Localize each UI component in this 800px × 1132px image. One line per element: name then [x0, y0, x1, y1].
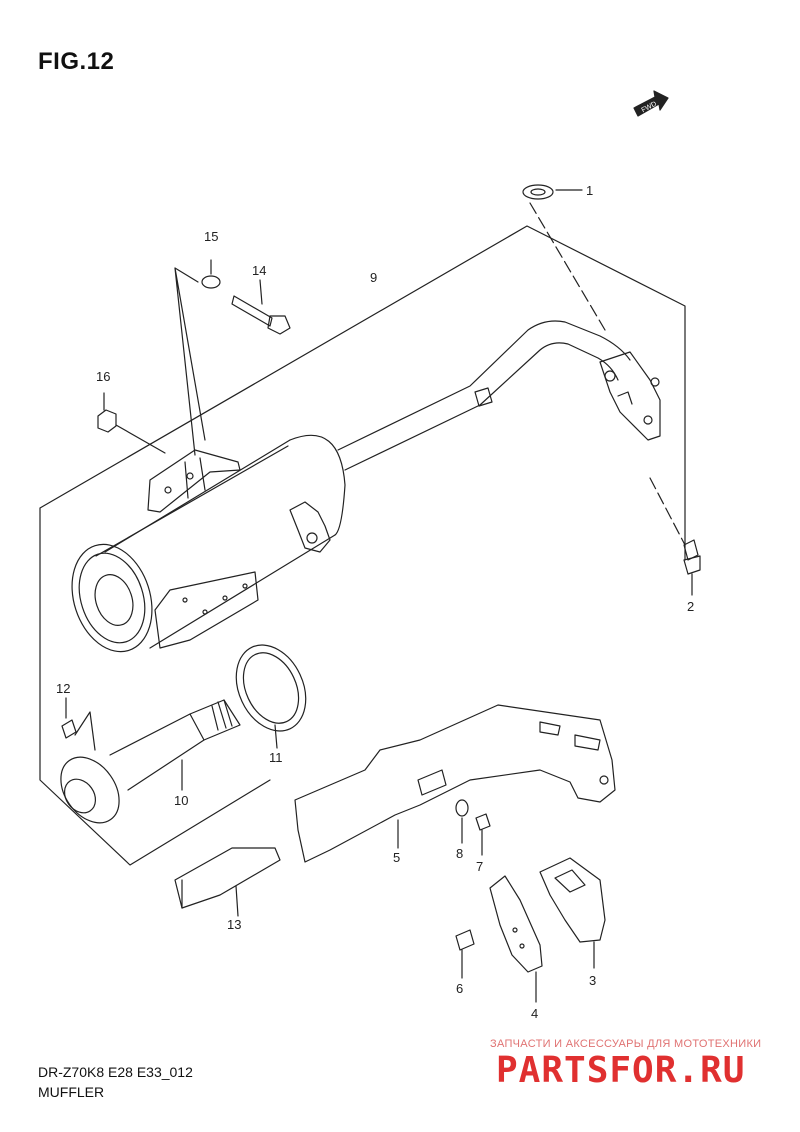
gasket-part-1: [522, 184, 554, 200]
callout-15: 15: [204, 229, 218, 244]
callout-16: 16: [96, 369, 110, 384]
muffler-body: [71, 434, 346, 653]
bolt-part-2: [683, 539, 701, 575]
callout-7: 7: [476, 859, 483, 874]
callout-9: 9: [370, 270, 377, 285]
screw-part-7: [475, 813, 491, 831]
callout-4: 4: [531, 1006, 538, 1021]
bracket-part-4: [489, 875, 543, 973]
callout-13: 13: [227, 917, 241, 932]
bracket-part-3: [539, 857, 606, 943]
drawing-code: DR-Z70K8 E28 E33_012: [38, 1064, 193, 1080]
assembly-frame: [39, 225, 686, 866]
callout-12: 12: [56, 681, 70, 696]
screw-part-12: [61, 719, 77, 739]
cover-part-13: [174, 847, 281, 909]
leader-line: [461, 817, 483, 856]
dash-line: [529, 202, 606, 331]
callout-2: 2: [687, 599, 694, 614]
leader-line: [259, 279, 263, 305]
callout-14: 14: [252, 263, 266, 278]
nut-part-16: [97, 409, 117, 433]
bolt-part-14: [231, 295, 291, 335]
washer-part-15: [201, 275, 221, 289]
fwd-arrow: FWD: [633, 90, 669, 117]
tailpipe-part-10: [60, 699, 241, 824]
figure-title: FIG.12: [38, 48, 115, 75]
bolt-part-6: [455, 929, 475, 951]
watermark-caption: ЗАПЧАСТИ И АКСЕССУАРЫ ДЛЯ МОТОТЕХНИКИ: [490, 1038, 762, 1050]
leader-line: [235, 885, 239, 917]
heat-guard-part-5: [294, 704, 616, 863]
callout-1: 1: [586, 183, 593, 198]
leader-line: [103, 392, 166, 454]
watermark-logo: PARTSFOR.RU: [496, 1050, 746, 1091]
dash-line: [649, 477, 686, 546]
leader-line: [274, 724, 278, 749]
gasket-part-11: [235, 644, 307, 732]
leader-line: [174, 267, 206, 456]
callout-5: 5: [393, 850, 400, 865]
callout-11: 11: [269, 750, 283, 765]
leader-line: [65, 697, 96, 751]
washer-part-8: [455, 799, 469, 817]
callout-8: 8: [456, 846, 463, 861]
section-name: MUFFLER: [38, 1084, 105, 1100]
callout-6: 6: [456, 981, 463, 996]
callout-10: 10: [174, 793, 188, 808]
exhaust-pipe: [337, 320, 661, 471]
callouts: 1 2 3 4 5 6 7 8 9 10 11 12 13 14 15 16: [56, 183, 694, 1021]
callout-3: 3: [589, 973, 596, 988]
